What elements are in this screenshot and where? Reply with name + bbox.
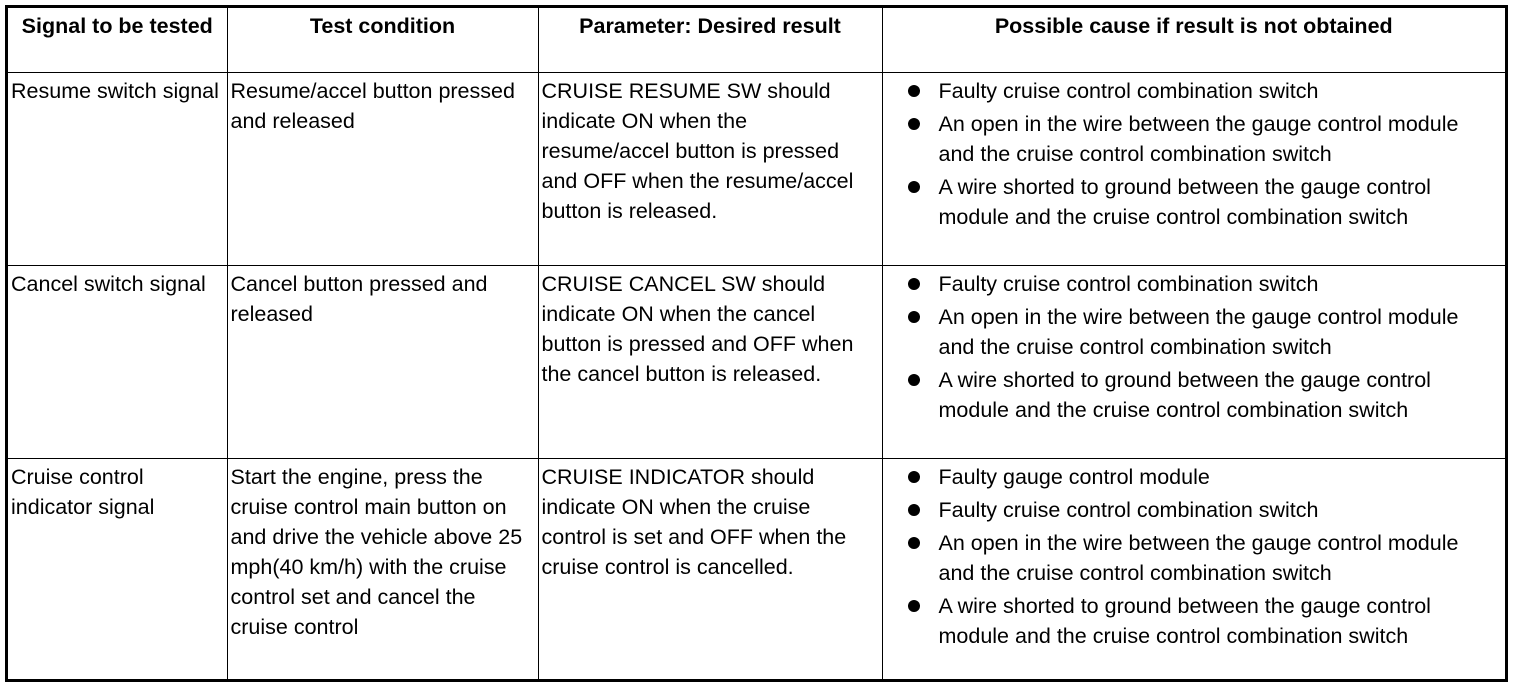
cause-text: A wire shorted to ground between the gau… [938,175,1431,229]
causes-cell: Faulty gauge control module Faulty cruis… [881,458,1505,679]
cause-text: Faulty cruise control combination switch [938,272,1319,296]
cause-text: Faulty cruise control combination switch [938,498,1319,522]
condition-cell: Cancel button pressed and released [226,265,539,459]
bullet-icon [907,181,920,193]
cause-item: A wire shorted to ground between the gau… [886,172,1503,232]
bullet-icon [907,600,920,612]
cause-list: Faulty cruise control combination switch… [886,76,1503,232]
cause-item: An open in the wire between the gauge co… [886,528,1503,588]
header-possible-cause: Possible cause if result is not obtained [881,8,1505,73]
signal-cell: Cruise control indicator signal [8,458,228,679]
bullet-icon [907,504,920,516]
bullet-icon [907,118,920,130]
cause-text: An open in the wire between the gauge co… [938,112,1459,166]
cause-item: Faulty gauge control module [886,462,1503,492]
signal-cell: Cancel switch signal [8,265,228,459]
cause-text: An open in the wire between the gauge co… [938,305,1459,359]
cause-text: A wire shorted to ground between the gau… [938,594,1431,648]
cause-item: A wire shorted to ground between the gau… [886,591,1503,651]
header-row: Signal to be tested Test condition Param… [8,8,1505,73]
table-row: Resume switch signal Resume/accel button… [8,72,1505,266]
result-cell: CRUISE RESUME SW should indicate ON when… [537,72,883,266]
condition-cell: Start the engine, press the cruise contr… [226,458,539,679]
bullet-icon [907,311,920,323]
condition-cell: Resume/accel button pressed and released [226,72,539,266]
result-cell: CRUISE INDICATOR should indicate ON when… [537,458,883,679]
cause-item: A wire shorted to ground between the gau… [886,365,1503,425]
causes-cell: Faulty cruise control combination switch… [881,265,1505,459]
bullet-icon [907,537,920,549]
header-desired-result: Parameter: Desired result [537,8,883,73]
cause-item: Faulty cruise control combination switch [886,495,1503,525]
table-row: Cancel switch signal Cancel button press… [8,265,1505,459]
bullet-icon [907,278,920,290]
bullet-icon [907,85,920,97]
bullet-icon [907,471,920,483]
table-row: Cruise control indicator signal Start th… [8,458,1505,679]
bullet-icon [907,374,920,386]
cause-text: A wire shorted to ground between the gau… [938,368,1431,422]
causes-cell: Faulty cruise control combination switch… [881,72,1505,266]
header-signal: Signal to be tested [8,8,228,73]
diagnostic-table: Signal to be tested Test condition Param… [8,8,1505,679]
header-test-condition: Test condition [226,8,539,73]
cause-item: Faulty cruise control combination switch [886,76,1503,106]
cause-item: An open in the wire between the gauge co… [886,109,1503,169]
cause-list: Faulty gauge control module Faulty cruis… [886,462,1503,651]
cause-item: Faulty cruise control combination switch [886,269,1503,299]
signal-cell: Resume switch signal [8,72,228,266]
cause-text: An open in the wire between the gauge co… [938,531,1459,585]
diagnostic-table-frame: Signal to be tested Test condition Param… [5,5,1508,682]
cause-text: Faulty gauge control module [938,465,1210,489]
result-cell: CRUISE CANCEL SW should indicate ON when… [537,265,883,459]
cause-item: An open in the wire between the gauge co… [886,302,1503,362]
cause-list: Faulty cruise control combination switch… [886,269,1503,425]
cause-text: Faulty cruise control combination switch [938,79,1319,103]
